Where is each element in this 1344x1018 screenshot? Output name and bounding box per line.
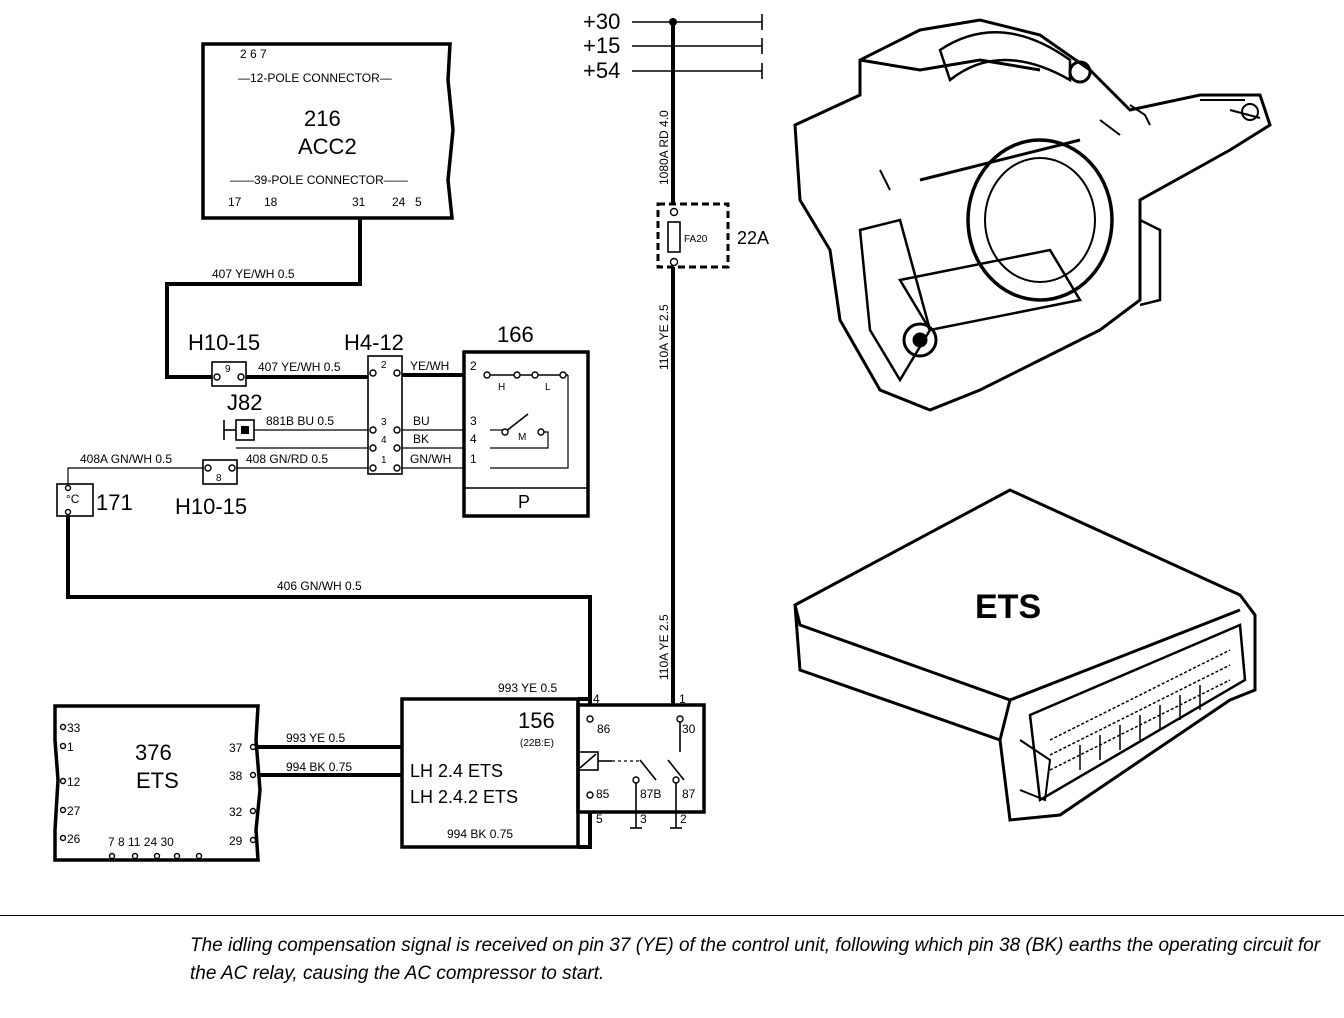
relay-pin-85: 85 [596, 787, 610, 801]
ets-unit-illustration: ETS [793, 488, 1257, 822]
wire-110a-top-label: 110A YE 2.5 [657, 304, 671, 370]
relay-pin-86: 86 [597, 722, 611, 736]
sensor-171-number: 171 [96, 490, 133, 515]
switch-166-number: 166 [497, 322, 534, 347]
wire-407b-label: 407 YE/WH 0.5 [258, 360, 341, 374]
wire-yewh-label: YE/WH [410, 359, 449, 373]
acc2-unit: 2 6 7 —12-POLE CONNECTOR— 216 ACC2 ——39-… [201, 42, 455, 220]
relay-pin-30: 30 [682, 722, 696, 736]
acc2-name: ACC2 [298, 134, 357, 159]
switch-pin-1: 1 [470, 452, 477, 466]
connector-h10-15-top: H10-15 9 [188, 330, 260, 387]
h4-pin-3: 3 [381, 417, 387, 428]
relay-ext-pin-3: 3 [640, 812, 647, 826]
acc2-top-connector: —12-POLE CONNECTOR— [238, 71, 392, 85]
fuse-fa20: FA20 22A [656, 202, 769, 269]
plus15-label: +15 [583, 33, 620, 58]
acc2-top-pins: 2 6 7 [240, 47, 267, 61]
ets-illustration-label: ETS [975, 588, 1041, 626]
acc2-pin-31: 31 [352, 195, 366, 209]
lh-harness-box: LH 2.4 ETS LH 2.4.2 ETS 994 BK 0.75 [400, 697, 580, 849]
switch-l-label: L [545, 382, 551, 393]
switch-pin-4: 4 [470, 432, 477, 446]
caption-text: The idling compensation signal is receiv… [190, 935, 1321, 984]
fuse-number: 22A [737, 228, 769, 248]
wire-bu-label: BU [413, 414, 430, 428]
ground-j82: J82 [223, 390, 262, 441]
wiring-diagram: +30 +15 +54 1080A RD 4.0 FA20 22A 110A Y… [53, 9, 1272, 862]
ets-pin-33: 33 [67, 721, 81, 735]
plus30-label: +30 [583, 9, 620, 34]
relay-pin-87b: 87B [640, 787, 661, 801]
sensor-symbol: °C [66, 492, 80, 506]
h10-pin-8: 8 [216, 473, 222, 484]
wire-406-label: 406 GN/WH 0.5 [277, 579, 362, 593]
h10-pin-9: 9 [225, 364, 231, 375]
connector-h4-12: H4-12 2 3 4 1 [344, 330, 404, 475]
wire-bk-label: BK [413, 432, 429, 446]
ets-pin-37: 37 [229, 741, 243, 755]
wire-407-label: 407 YE/WH 0.5 [212, 267, 295, 281]
acc2-pin-24: 24 [392, 195, 406, 209]
wire-994b-label: 994 BK 0.75 [447, 827, 513, 841]
ets-pin-27: 27 [67, 804, 81, 818]
ets-pin-1: 1 [67, 740, 74, 754]
wire-993b-label: 993 YE 0.5 [498, 681, 557, 695]
wire-993a-label: 993 YE 0.5 [286, 731, 345, 745]
acc2-pin-17: 17 [228, 195, 242, 209]
wire-408-label: 408 GN/RD 0.5 [246, 452, 328, 466]
h10-15-bottom-label: H10-15 [175, 494, 247, 519]
h4-pin-1: 1 [381, 455, 387, 466]
temperature-sensor-171: °C 171 [56, 483, 133, 517]
relay-pin-87: 87 [682, 787, 696, 801]
relay-ext-pin-2: 2 [680, 812, 687, 826]
ets-pin-29: 29 [229, 834, 243, 848]
h10-15-top-label: H10-15 [188, 330, 260, 355]
lh-line1: LH 2.4 ETS [410, 761, 503, 781]
lh-line2: LH 2.4.2 ETS [410, 787, 518, 807]
wire-110a-bottom-label: 110A YE 2.5 [657, 614, 671, 680]
ets-pin-32: 32 [229, 805, 243, 819]
wire-1080a-label: 1080A RD 4.0 [657, 110, 671, 185]
acc2-pin-5: 5 [415, 195, 422, 209]
relay-ext-pin-1: 1 [679, 692, 686, 706]
throttle-body-illustration [793, 18, 1272, 412]
plus54-label: +54 [583, 58, 620, 83]
caption-divider [0, 915, 1344, 916]
relay-ext-pin-4: 4 [593, 692, 600, 706]
switch-m-label: M [518, 432, 526, 443]
wire-881b-label: 881B BU 0.5 [266, 414, 334, 428]
h4-12-label: H4-12 [344, 330, 404, 355]
h4-pin-2: 2 [381, 360, 387, 371]
switch-h-label: H [498, 382, 505, 393]
ets-bottom-pins: 7 8 11 24 30 [108, 835, 174, 849]
switch-p-label: P [518, 492, 530, 512]
switch-pin-3: 3 [470, 414, 477, 428]
relay-ext-pin-5: 5 [596, 812, 603, 826]
switch-pin-2: 2 [470, 359, 477, 373]
ets-pin-12: 12 [67, 775, 81, 789]
ac-relay-156: 156 (22B:E) 4 1 86 30 85 87B 87 3 2 5 [518, 692, 706, 829]
relay-sub: (22B:E) [520, 738, 554, 749]
wire-994a-label: 994 BK 0.75 [286, 760, 352, 774]
ets376-name: ETS [136, 768, 179, 793]
ets-control-unit-376: 376 ETS 33 1 12 27 26 37 38 32 29 7 8 11… [53, 704, 262, 862]
wire-408a-label: 408A GN/WH 0.5 [80, 452, 172, 466]
h4-pin-4: 4 [381, 435, 387, 446]
relay-number: 156 [518, 708, 555, 733]
acc2-bottom-connector: ——39-POLE CONNECTOR—— [230, 173, 408, 187]
ets376-number: 376 [135, 740, 172, 765]
fuse-name: FA20 [684, 234, 708, 245]
wire-gnwh-label: GN/WH [410, 452, 451, 466]
acc2-number: 216 [304, 106, 341, 131]
j82-label: J82 [227, 390, 262, 415]
connector-h10-15-bottom: 8 H10-15 [175, 459, 247, 519]
ets-pin-26: 26 [67, 832, 81, 846]
ets-pin-38: 38 [229, 769, 243, 783]
supply-rails: +30 +15 +54 [583, 9, 763, 83]
acc2-pin-18: 18 [264, 195, 278, 209]
pressure-switch-166: 166 P 2 3 4 1 H L M [462, 322, 590, 518]
